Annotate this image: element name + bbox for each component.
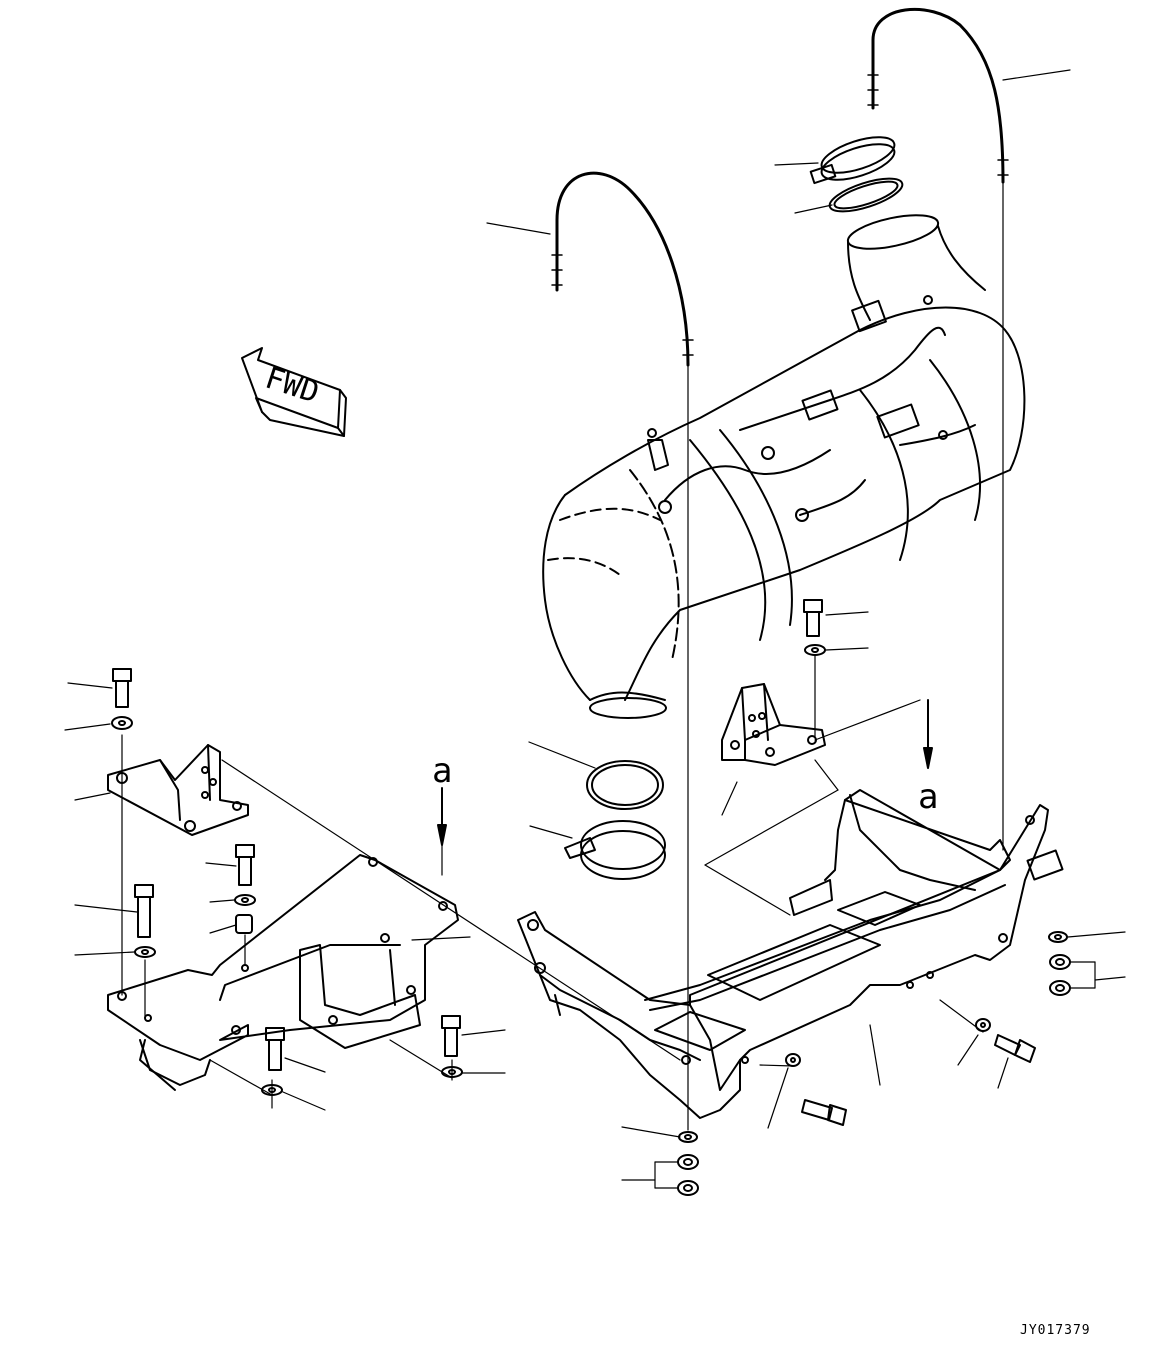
mount-bracket-left [107,744,249,836]
washer-bottom [678,1131,698,1143]
view-arrow-a-left: a [432,751,452,876]
leader-lines [64,69,1126,1189]
nut-right-1 [1049,954,1071,970]
bolt-left-top [112,668,132,708]
outlet-clamp [809,136,896,185]
nut-right-2 [1049,980,1071,996]
spacer-left [235,914,253,934]
bolt-frame-mid [801,1099,847,1126]
washer-left-2 [134,946,156,958]
bolt-upper-right [803,599,823,637]
bolt-lower-mid [441,1015,461,1057]
washer-frame-right [975,1018,991,1032]
outlet-gasket [828,177,904,213]
exhaust-aftertreatment-unit [542,214,1026,719]
nut-bottom-1 [677,1154,699,1170]
nut-bottom-2 [677,1180,699,1196]
bolt-frame-right [994,1034,1036,1063]
washer-right-1 [1048,931,1068,943]
bolt-left-2 [134,884,154,938]
bolt-lower-left [265,1027,285,1071]
view-label-left: a [432,751,452,791]
u-bolt-right [867,7,1009,184]
washer-left-top [111,716,133,730]
u-bolt-left [551,171,694,367]
drawing-code: JY017379 [1020,1323,1091,1338]
mount-bracket-right [721,683,826,766]
washer-upper-right [804,644,826,656]
view-label-right: a [918,777,938,817]
forward-direction-arrow: FWD [241,347,347,437]
bolt-left-1 [235,844,255,886]
view-arrow-a-right: a [918,699,938,817]
support-plate-left [107,854,459,1091]
inlet-clamp [564,820,666,880]
inlet-gasket [586,760,664,810]
mounting-frame [517,789,1064,1119]
washer-frame-mid [785,1053,801,1067]
washer-left-1 [234,894,256,906]
